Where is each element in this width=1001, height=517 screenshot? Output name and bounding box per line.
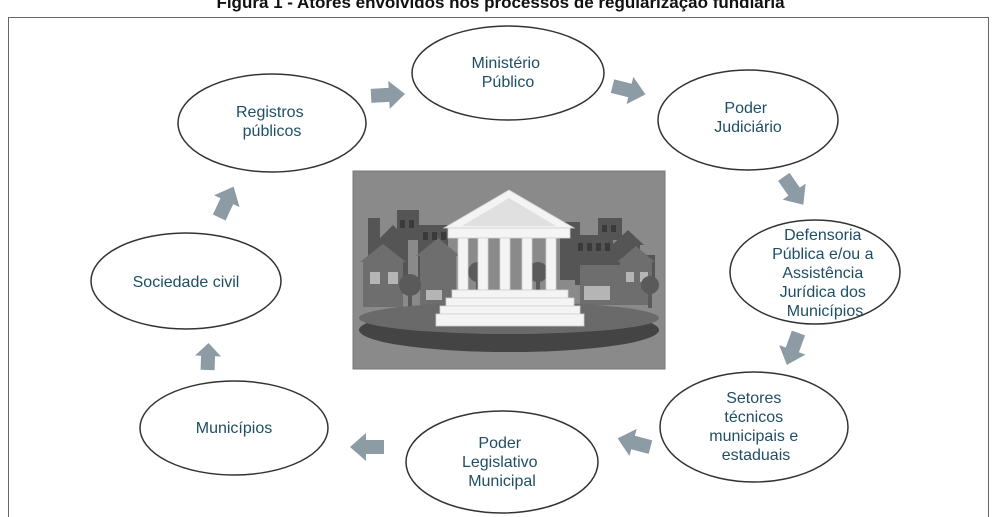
node-label: Sociedade civil	[133, 274, 240, 291]
node-sociedade-civil: Sociedade civil	[90, 232, 282, 330]
arrow-sociedade-to-registros	[212, 186, 240, 221]
node-label: Poder Judiciário	[714, 100, 782, 136]
arrow-judiciario-to-defensoria	[778, 172, 806, 205]
arrow-legislativo-to-municipios	[350, 433, 384, 461]
arrow-registros-to-ministerio	[370, 80, 405, 109]
node-municipios: Municípios	[139, 380, 329, 476]
node-poder-legislativo: Poder Legislativo Municipal	[405, 410, 599, 514]
diagram-frame	[8, 17, 989, 517]
node-setores-tecnicos: Setores técnicos municipais e estaduais	[659, 371, 849, 483]
central-image	[352, 170, 666, 370]
node-ministerio-publico: Ministério Público	[411, 25, 605, 121]
arrow-ministerio-to-judiciario	[610, 76, 646, 105]
node-label: Poder Legislativo Municipal	[462, 435, 542, 490]
arrow-municipios-to-sociedade	[195, 343, 222, 371]
arrow-setores-to-legislativo	[617, 428, 653, 457]
node-label: Municípios	[196, 420, 272, 437]
node-defensoria-publica: Defensoria Pública e/ou a Assistência Ju…	[729, 219, 901, 325]
node-label: Ministério Público	[472, 55, 545, 91]
node-registros-publicos: Registros públicos	[177, 73, 367, 173]
node-poder-judiciario: Poder Judiciário	[657, 69, 839, 171]
arrow-defensoria-to-setores	[779, 330, 806, 365]
node-label: Defensoria Pública e/ou a Assistência Ju…	[772, 227, 878, 320]
figure-caption: Figura 1 - Atores envolvidos nos process…	[216, 0, 785, 12]
node-label: Registros públicos	[236, 104, 308, 140]
node-label: Setores técnicos municipais e estaduais	[709, 390, 802, 464]
